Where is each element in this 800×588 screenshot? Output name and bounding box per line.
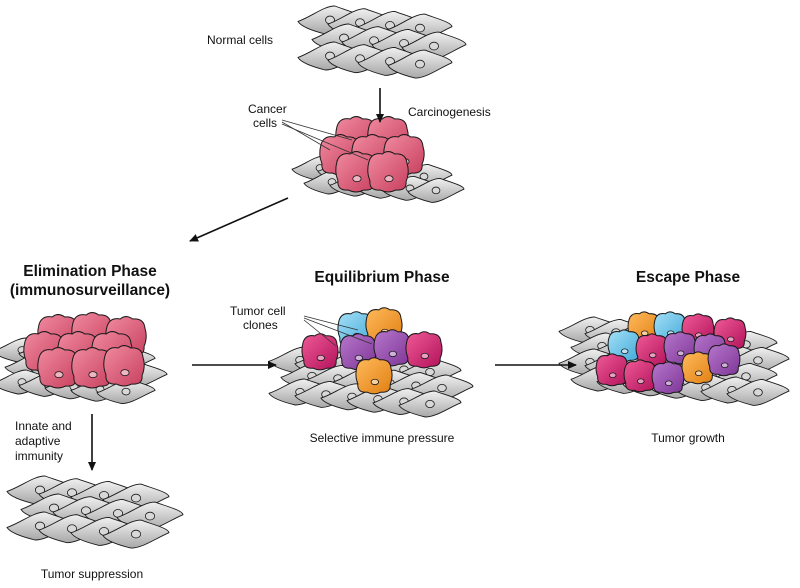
cancer-cell (367, 151, 409, 193)
tumor-cell-clones-label-line2: clones (243, 318, 278, 332)
tumor-growth-label: Tumor growth (651, 431, 725, 445)
escape-phase-title: Escape Phase (636, 269, 741, 286)
immunity-label-line3: immunity (15, 449, 63, 463)
normal-cells-label: Normal cells (207, 33, 273, 47)
cell-nucleus (621, 348, 629, 355)
cell-nucleus (388, 350, 397, 358)
cell-nucleus (354, 354, 363, 362)
carcinogenesis-label: Carcinogenesis (408, 105, 491, 119)
tumor-clone-pointer-lines (303, 315, 373, 347)
tumor-clone-orange (681, 351, 715, 385)
cell-nucleus (637, 378, 645, 385)
cell-nucleus (415, 59, 425, 69)
tumor-clone-magenta (623, 359, 657, 393)
tumor-clone-purple (707, 343, 741, 377)
elimination-phase-title-line2: (immunosurveillance) (10, 282, 170, 299)
cancer-cells-pointer-lines (281, 119, 369, 161)
equilibrium-phase-title: Equilibrium Phase (314, 269, 450, 286)
cancer-cell-cluster (319, 116, 425, 193)
cell-nucleus (721, 362, 729, 369)
cell-nucleus (649, 352, 657, 359)
cell-nucleus (120, 369, 130, 377)
cell-nucleus (727, 336, 735, 343)
cell-nucleus (665, 380, 673, 387)
tumor-suppression-label: Tumor suppression (41, 567, 143, 581)
cell-nucleus (753, 356, 763, 365)
cancer-cells-label-line2: cells (253, 116, 277, 130)
cell-nucleus (352, 175, 362, 183)
cell-nucleus (384, 175, 394, 183)
cell-nucleus (641, 330, 649, 337)
cell-nucleus (130, 493, 142, 503)
immunity-label-line2: adaptive (15, 434, 61, 448)
tumor-clone-magenta (301, 333, 339, 371)
cell-nucleus (415, 23, 425, 33)
cell-nucleus (420, 352, 429, 360)
cell-nucleus (431, 186, 441, 195)
cell-nucleus (437, 383, 447, 393)
cell-nucleus (425, 399, 435, 409)
elimination-phase-title-line1: Elimination Phase (23, 263, 157, 280)
cancer-cells-label-line1: Cancer (248, 102, 287, 116)
escape-tumor-cluster (595, 311, 747, 395)
arrow-carcinogenesis-to-elimination (189, 197, 289, 242)
elimination-cancer-cluster (23, 312, 147, 389)
tumor-clone-purple (651, 361, 685, 395)
normal-cells-sheet (297, 5, 467, 79)
tumor-cell-clones-label-line1: Tumor cell (230, 304, 286, 318)
cell-nucleus (54, 371, 64, 379)
cell-nucleus (429, 41, 439, 51)
selective-immune-pressure-label: Selective immune pressure (310, 431, 455, 445)
tumor-clone-orange (355, 357, 393, 395)
cell-nucleus (370, 378, 379, 386)
cell-nucleus (316, 354, 325, 362)
immunity-label-line1: Innate and (15, 419, 72, 433)
cell-nucleus (753, 388, 763, 397)
cancer-cell (103, 345, 145, 387)
cell-nucleus (88, 371, 98, 379)
suppression-normal-sheet (6, 475, 184, 549)
cell-nucleus (609, 372, 617, 379)
equilibrium-clone-cluster (301, 307, 443, 395)
cell-nucleus (144, 511, 156, 521)
cell-nucleus (695, 370, 703, 377)
tumor-clone-magenta (595, 353, 629, 387)
cell-nucleus (677, 350, 685, 357)
tumor-clone-magenta (405, 331, 443, 369)
cell-nucleus (130, 529, 142, 539)
cell-nucleus (121, 387, 131, 396)
